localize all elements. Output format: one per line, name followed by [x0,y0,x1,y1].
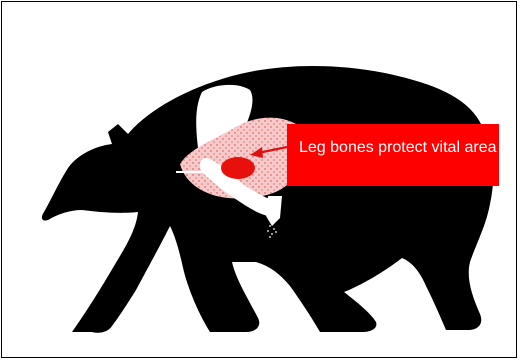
callout-label: Leg bones protect vital area [287,124,499,186]
vital-area [221,157,255,179]
